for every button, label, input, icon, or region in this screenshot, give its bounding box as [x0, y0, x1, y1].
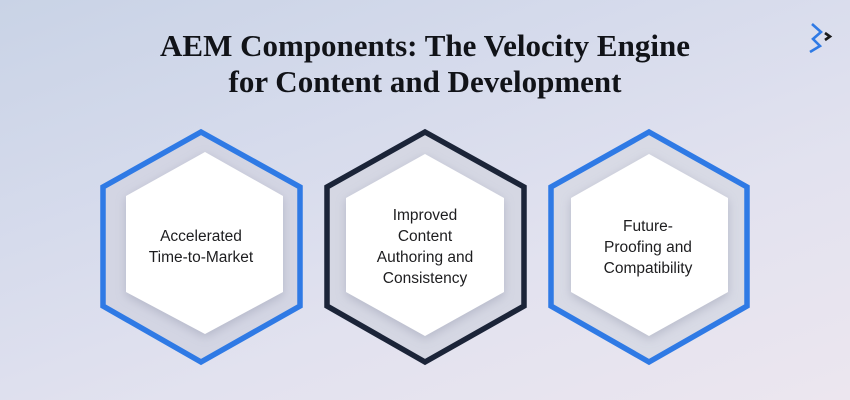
- hexagon-card-future-proofing: Future- Proofing and Compatibility: [541, 126, 755, 368]
- title-line-1: AEM Components: The Velocity Engine: [160, 28, 690, 63]
- hexagon-card-improved-content-authoring: Improved Content Authoring and Consisten…: [318, 126, 532, 368]
- hexagon-label: Improved Content Authoring and Consisten…: [376, 207, 474, 287]
- page-title: AEM Components: The Velocity Engine for …: [0, 28, 850, 100]
- title-line-2: for Content and Development: [228, 64, 622, 99]
- brand-chevron-logo-icon: [809, 23, 833, 53]
- hexagon-shape: [100, 128, 303, 366]
- hexagon-label: Future- Proofing and Compatibility: [603, 217, 693, 277]
- hexagon-shape: [324, 128, 527, 366]
- hexagon-label: Accelerated Time-to-Market: [148, 228, 254, 266]
- hexagon-shape: [548, 128, 750, 366]
- hexagon-card-accelerated-time-to-market: Accelerated Time-to-Market: [94, 126, 308, 368]
